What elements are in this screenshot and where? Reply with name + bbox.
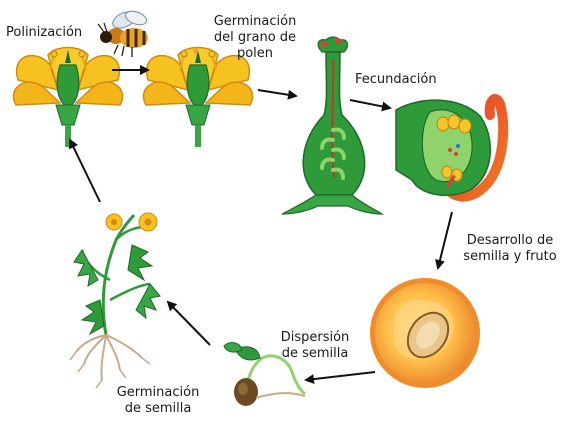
label-seed-germination: Germinación de semilla [108, 385, 208, 417]
bee-icon [98, 9, 148, 57]
arrow-plant-to-flower [70, 140, 100, 202]
flower-icon [13, 48, 122, 148]
arrow-seed-germination [168, 302, 210, 345]
label-seed-fruit-development: Desarrollo de semilla y fruto [458, 233, 562, 265]
fruit-icon [370, 278, 480, 388]
label-seed-dispersal: Dispersión de semilla [270, 330, 360, 362]
arrow-pollen-germination [258, 90, 296, 96]
arrow-fertilization [350, 100, 390, 108]
ovule-icon [396, 99, 503, 196]
pistil-icon [282, 37, 382, 214]
plant-icon [70, 213, 160, 388]
label-pollination: Polinización [6, 25, 82, 41]
arrow-dispersal [306, 372, 375, 380]
label-pollen-germination: Germinación del grano de polen [205, 14, 305, 62]
arrow-seed-fruit [438, 212, 452, 268]
flower-icon [143, 48, 252, 148]
label-fertilization: Fecundación [355, 72, 437, 88]
